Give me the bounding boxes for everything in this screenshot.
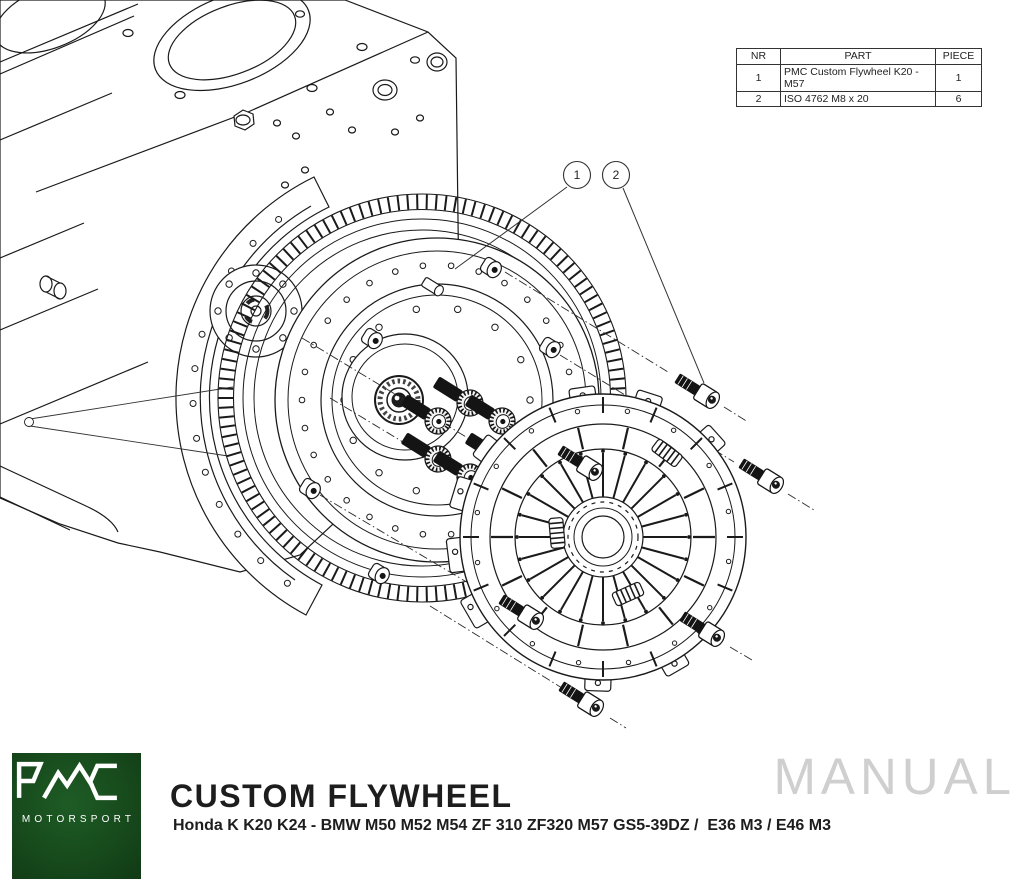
pmc-monogram-icon [16,761,117,801]
page-title: CUSTOM FLYWHEEL [170,778,513,814]
pmc-logo: MOTORSPORT [12,753,141,879]
finger-rivets [515,449,691,625]
table-row: 2 ISO 4762 M8 x 20 6 [736,91,982,108]
exploded-assembly-drawing: 1 2 [0,0,815,729]
standoff-bosses [297,254,564,587]
cell-piece: 1 [935,63,982,93]
callout-2-label: 2 [613,168,620,182]
footer: MOTORSPORT CUSTOM FLYWHEEL Honda K K20 K… [0,745,1024,896]
logo-caption: MOTORSPORT [21,814,136,825]
cell-nr: 1 [736,63,781,93]
callouts: 1 2 [454,160,705,384]
strap-rivets [474,408,732,666]
cell-nr: 2 [736,91,781,108]
diaphragm-fingers [519,453,687,621]
cell-part: PMC Custom Flywheel K20 - M57 [780,63,936,93]
callout-1-label: 1 [574,168,581,182]
manual-watermark: MANUAL [773,748,1016,805]
compatibility-subtitle: Honda K K20 K24 - BMW M50 M52 M54 ZF 310… [173,817,831,834]
parts-table: NR PART PIECE 1 PMC Custom Flywheel K20 … [736,48,982,108]
dowel-pin [421,277,444,297]
header-part: PART [780,48,936,65]
parts-table-header-row: NR PART PIECE [736,48,982,65]
callout-2-circle [601,160,631,190]
crank-flange [209,264,303,358]
callout-1-circle [562,160,592,190]
block-side-boss [39,275,67,300]
header-piece: PIECE [935,48,982,65]
header-nr: NR [736,48,781,65]
cell-part: ISO 4762 M8 x 20 [780,91,936,108]
hex-bolt [233,109,255,131]
alignment-lines [24,386,234,457]
cylinder-bore-2 [0,0,106,54]
cylinder-bore [153,0,311,92]
table-row: 1 PMC Custom Flywheel K20 - M57 1 [736,63,982,93]
cell-piece: 6 [935,91,982,108]
